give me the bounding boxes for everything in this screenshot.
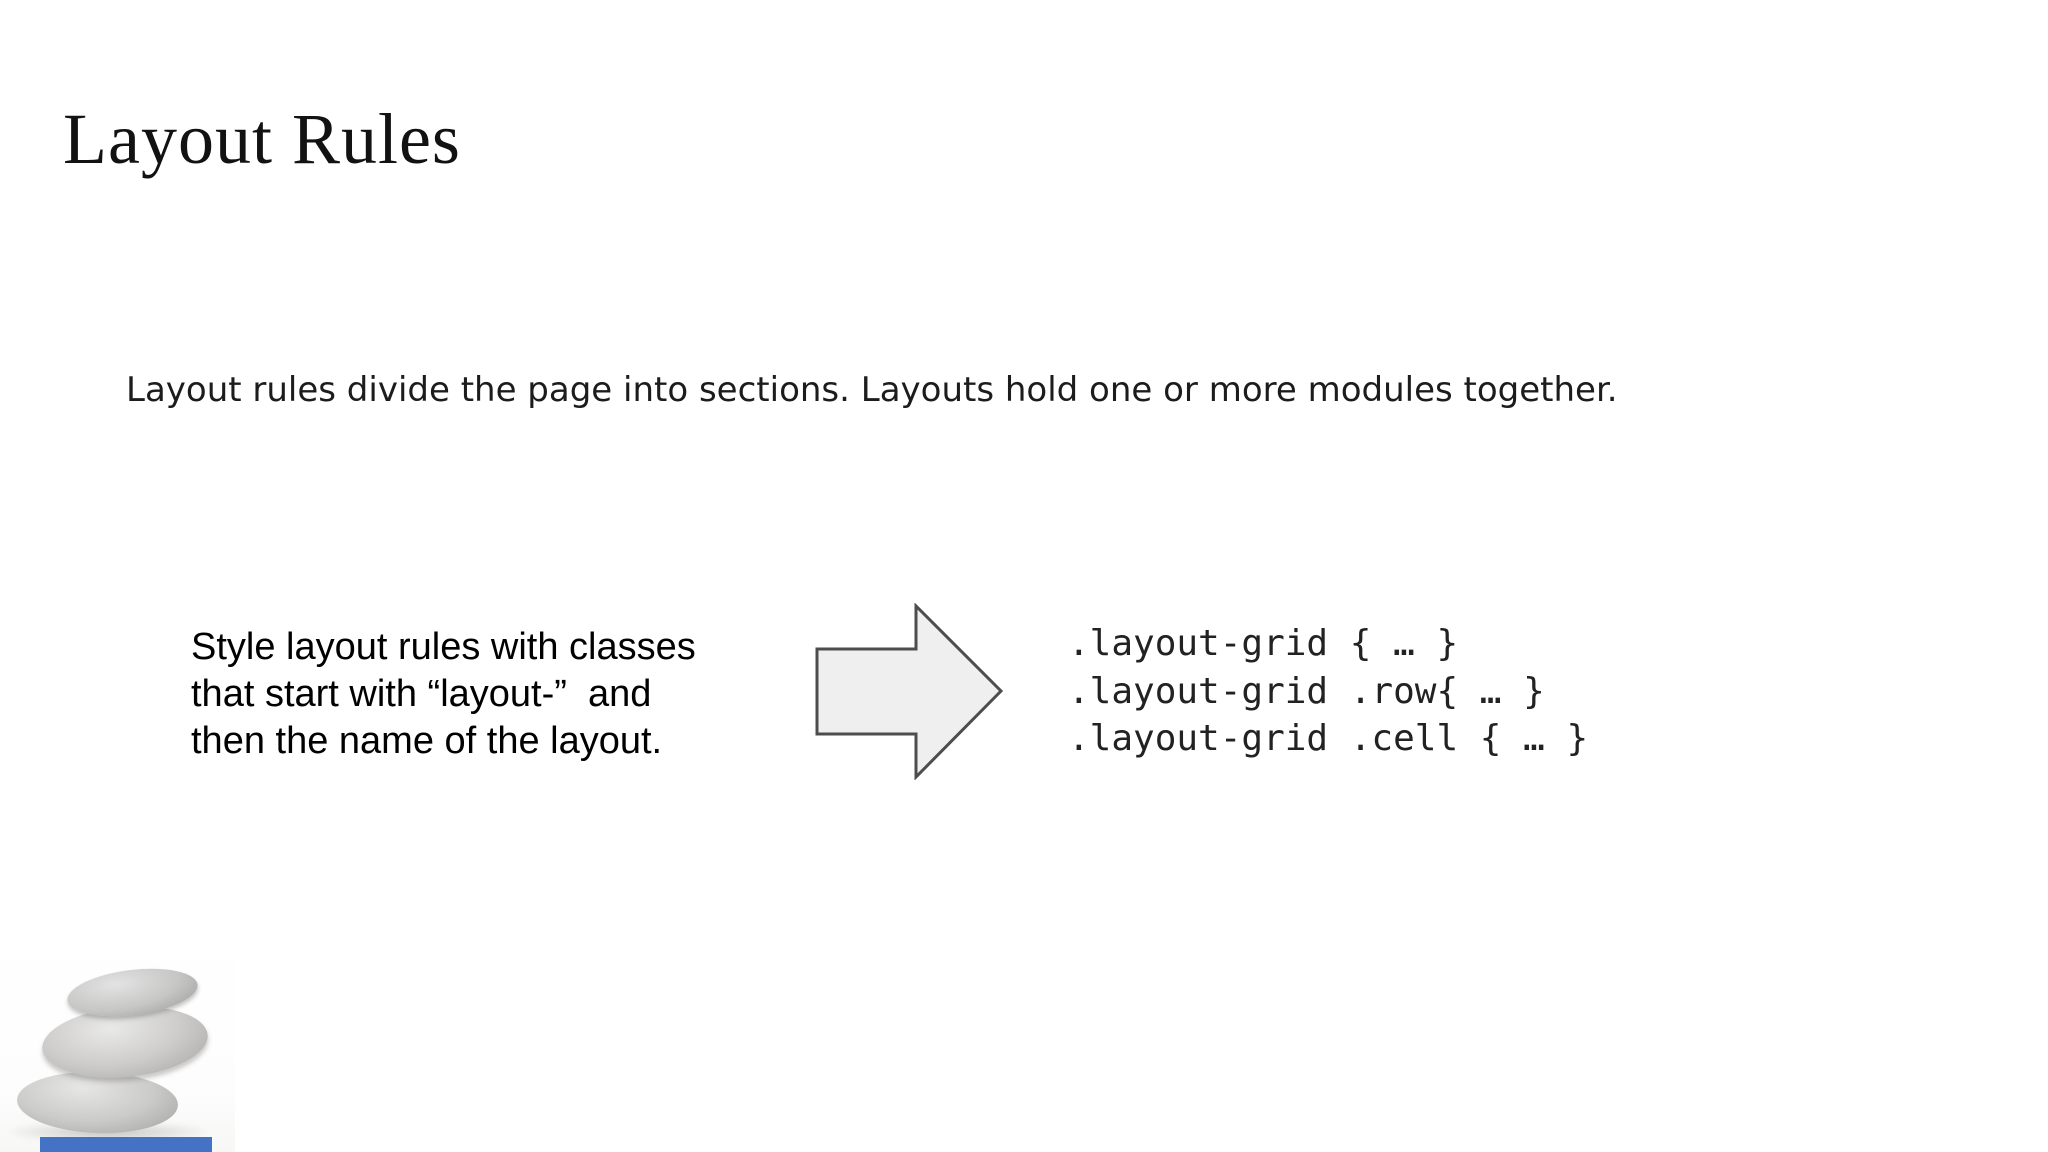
intro-sentence: Layout rules divide the page into sectio…	[126, 370, 1618, 410]
explanation-line-2: that start with “layout-” and	[191, 673, 652, 715]
page-title: Layout Rules	[63, 99, 461, 180]
explanation-line-1: Style layout rules with classes	[191, 626, 696, 668]
zen-stones-photo	[0, 930, 235, 1152]
code-line-2: .layout-grid .row{ … }	[1068, 670, 1545, 712]
code-line-1: .layout-grid { … }	[1068, 623, 1459, 664]
right-arrow-icon	[815, 602, 1005, 781]
code-line-3: .layout-grid .cell { … }	[1068, 718, 1589, 759]
accent-bar	[40, 1137, 212, 1152]
explanation-line-3: then the name of the layout.	[191, 720, 663, 762]
explanation-text: Style layout rules with classes that sta…	[191, 624, 696, 765]
right-arrow-shape	[815, 602, 1004, 781]
css-code-sample: .layout-grid { … } .layout-grid .row{ … …	[1068, 620, 1588, 763]
